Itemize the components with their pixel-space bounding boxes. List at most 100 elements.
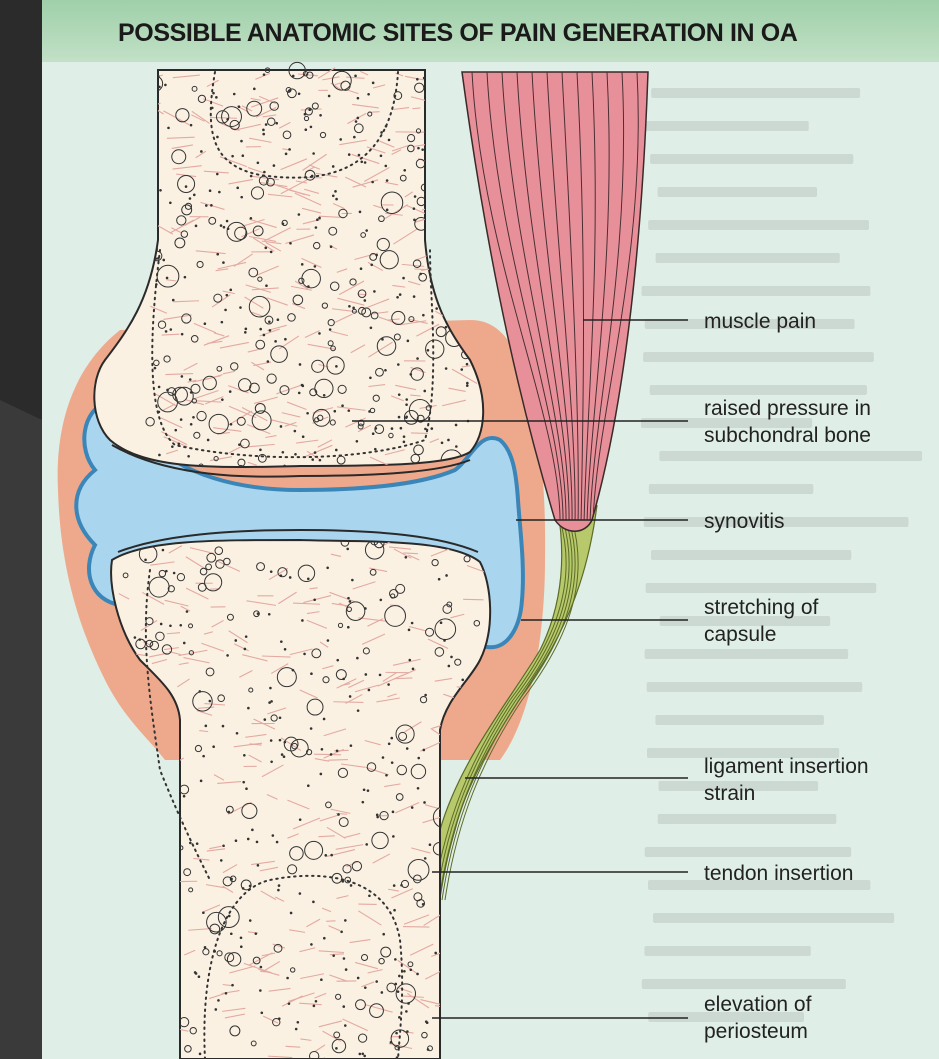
bone-dot bbox=[301, 384, 304, 387]
bone-dot bbox=[386, 209, 389, 212]
ghost-line bbox=[651, 550, 851, 560]
bone-dot bbox=[200, 150, 203, 153]
bone-dot bbox=[269, 329, 272, 332]
bone-dot bbox=[308, 108, 311, 111]
bone-dot bbox=[386, 179, 389, 182]
bone-dot bbox=[326, 567, 329, 570]
label-synovitis: synovitis bbox=[704, 510, 785, 533]
bone-dot bbox=[390, 1041, 393, 1044]
bone-dot bbox=[384, 369, 387, 372]
slide-frame-corner bbox=[0, 400, 42, 1059]
bone-dot bbox=[184, 276, 187, 279]
bone-dot bbox=[423, 801, 426, 804]
slide-frame-notch bbox=[0, 20, 14, 400]
bone-dot bbox=[429, 843, 432, 846]
bone-dot bbox=[380, 131, 383, 134]
bone-dot bbox=[192, 416, 195, 419]
trabecula bbox=[210, 117, 237, 118]
bone-dot bbox=[374, 448, 377, 451]
bone-dot bbox=[387, 683, 390, 686]
bone-dot bbox=[466, 384, 469, 387]
bone-dot bbox=[310, 943, 313, 946]
bone-dot bbox=[321, 748, 324, 751]
bone-dot bbox=[319, 459, 322, 462]
bone-dot bbox=[445, 367, 448, 370]
bone-dot bbox=[177, 443, 180, 446]
bone-dot bbox=[393, 884, 396, 887]
bone-dot bbox=[312, 152, 315, 155]
bone-dot bbox=[336, 749, 339, 752]
ghost-line bbox=[643, 352, 874, 362]
bone-dot bbox=[388, 742, 391, 745]
bone-dot bbox=[397, 990, 400, 993]
bone-dot bbox=[278, 884, 281, 887]
bone-dot bbox=[393, 909, 396, 912]
bone-dot bbox=[350, 744, 353, 747]
bone-dot bbox=[332, 954, 335, 957]
bone-dot bbox=[240, 945, 243, 948]
bone-dot bbox=[243, 754, 246, 757]
bone-dot bbox=[388, 139, 391, 142]
bone-dot bbox=[312, 901, 315, 904]
bone-dot bbox=[323, 937, 326, 940]
bone-dot bbox=[419, 273, 422, 276]
bone-dot bbox=[190, 124, 193, 127]
bone-dot bbox=[181, 333, 184, 336]
bone-dot bbox=[412, 668, 415, 671]
bone-dot bbox=[315, 1000, 318, 1003]
bone-dot bbox=[424, 857, 427, 860]
ghost-line bbox=[645, 121, 809, 131]
bone-dot bbox=[398, 975, 401, 978]
bone-dot bbox=[138, 638, 141, 641]
bone-dot bbox=[320, 773, 323, 776]
bone-dot bbox=[292, 669, 295, 672]
bone-dot bbox=[250, 217, 253, 220]
bone-dot bbox=[257, 864, 260, 867]
bone-dot bbox=[354, 75, 357, 78]
bone-dot bbox=[394, 958, 397, 961]
bone-dot bbox=[413, 219, 416, 222]
bone-dot bbox=[413, 295, 416, 298]
bone-dot bbox=[299, 892, 302, 895]
bone-dot bbox=[269, 687, 272, 690]
bone-dot bbox=[328, 95, 331, 98]
bone-dot bbox=[234, 639, 237, 642]
bone-dot bbox=[294, 453, 297, 456]
bone-dot bbox=[375, 254, 378, 257]
bone-dot bbox=[256, 841, 259, 844]
bone-dot bbox=[382, 933, 385, 936]
bone-dot bbox=[229, 289, 232, 292]
bone-dot bbox=[334, 190, 337, 193]
bone-dot bbox=[263, 718, 266, 721]
bone-dot bbox=[179, 624, 182, 627]
bone-dot bbox=[226, 118, 229, 121]
bone-dot bbox=[392, 835, 395, 838]
bone-dot bbox=[162, 549, 165, 552]
label-muscle-pain: muscle pain bbox=[704, 310, 816, 333]
ghost-line bbox=[642, 979, 846, 989]
bone-dot bbox=[435, 307, 438, 310]
bone-dot bbox=[313, 598, 316, 601]
bone-dot bbox=[365, 229, 368, 232]
bone-dot bbox=[171, 445, 174, 448]
trabecula bbox=[414, 269, 429, 270]
bone-dot bbox=[190, 423, 193, 426]
bone-dot bbox=[270, 251, 273, 254]
ghost-line bbox=[650, 154, 853, 164]
bone-dot bbox=[417, 147, 420, 150]
bone-dot bbox=[245, 787, 248, 790]
bone-dot bbox=[230, 423, 233, 426]
bone-dot bbox=[242, 781, 245, 784]
bone-dot bbox=[180, 418, 183, 421]
bone-dot bbox=[281, 753, 284, 756]
bone-dot bbox=[360, 160, 363, 163]
bone-dot bbox=[368, 689, 371, 692]
bone-dot bbox=[250, 175, 253, 178]
bone-dot bbox=[443, 639, 446, 642]
bone-dot bbox=[212, 745, 215, 748]
bone-dot bbox=[286, 977, 289, 980]
bone-dot bbox=[357, 709, 360, 712]
bone-dot bbox=[183, 795, 186, 798]
bone-dot bbox=[403, 169, 406, 172]
bone-dot bbox=[306, 412, 309, 415]
